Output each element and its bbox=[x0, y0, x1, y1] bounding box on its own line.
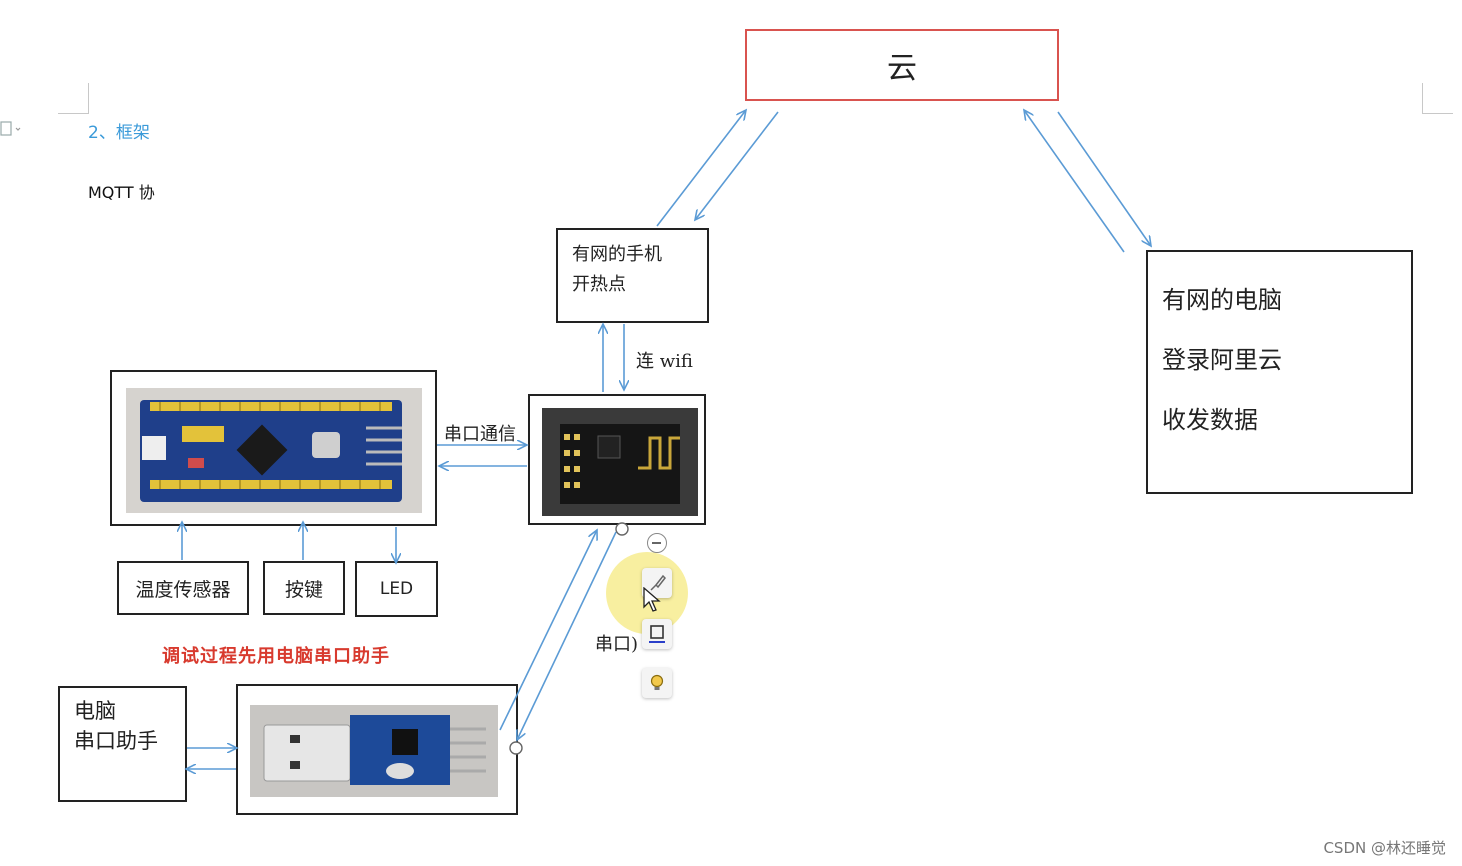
textbox-icon[interactable] bbox=[642, 619, 672, 649]
phone-hotspot-node: 有网的手机 开热点 bbox=[556, 228, 709, 323]
phone-line-1: 有网的手机 bbox=[572, 244, 662, 265]
stm32-board-image bbox=[126, 388, 422, 513]
pc-aliyun-line-1: 有网的电脑 bbox=[1162, 286, 1282, 314]
arrow-cloud-to-phone bbox=[695, 111, 779, 220]
pc-aliyun-node: 有网的电脑 登录阿里云 收发数据 bbox=[1146, 250, 1413, 494]
led-node: LED bbox=[355, 561, 438, 617]
pc-aliyun-line-3: 收发数据 bbox=[1162, 406, 1258, 434]
arrow-cloud-to-pc bbox=[1057, 111, 1151, 246]
pc-aliyun-line-2: 登录阿里云 bbox=[1162, 346, 1282, 374]
key-node: 按键 bbox=[263, 561, 345, 615]
esp8266-image bbox=[542, 408, 698, 516]
document-icon[interactable] bbox=[0, 120, 22, 138]
watermark: CSDN @林还睡觉 bbox=[1323, 839, 1446, 857]
pc-tool-line-1: 电脑 bbox=[74, 699, 116, 723]
serial-edge-label-top: 串口通信 bbox=[444, 424, 516, 445]
subheading: MQTT 协 bbox=[88, 183, 155, 202]
cloud-node: 云 bbox=[745, 29, 1059, 101]
lightbulb-icon[interactable] bbox=[642, 668, 672, 698]
wifi-edge-label: 连 wifi bbox=[636, 351, 693, 372]
page-corner-top-right bbox=[1422, 83, 1453, 114]
temperature-sensor-node: 温度传感器 bbox=[117, 561, 249, 615]
section-heading: 2、框架 bbox=[88, 123, 150, 143]
debug-note: 调试过程先用电脑串口助手 bbox=[162, 646, 390, 667]
serial-edge-label-bottom: 串口) bbox=[595, 634, 639, 655]
minus-icon[interactable] bbox=[647, 533, 667, 553]
mouse-cursor-icon bbox=[643, 586, 661, 617]
arrow-phone-to-cloud bbox=[656, 110, 746, 227]
phone-line-2: 开热点 bbox=[572, 274, 626, 295]
page-corner-top-left bbox=[58, 83, 89, 114]
usb-ttl-image bbox=[250, 705, 498, 797]
pc-tool-line-2: 串口助手 bbox=[74, 729, 158, 753]
pc-serial-tool-node: 电脑 串口助手 bbox=[58, 686, 187, 802]
arrow-pc-to-cloud bbox=[1024, 110, 1125, 253]
